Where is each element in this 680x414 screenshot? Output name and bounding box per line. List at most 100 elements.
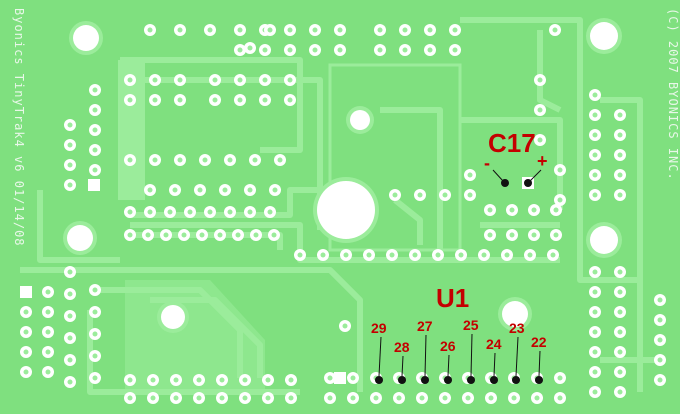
pin-label-23: 23: [509, 320, 525, 336]
pad-drill: [327, 375, 333, 381]
pad-drill: [150, 377, 156, 383]
pad-drill: [150, 395, 156, 401]
pad-drill: [350, 375, 356, 381]
pad-drill: [172, 187, 178, 193]
pad-drill: [452, 27, 458, 33]
pad-drill: [152, 77, 158, 83]
u1-pin-leader: [401, 355, 404, 377]
pad-drill: [592, 152, 598, 158]
pad-drill: [337, 27, 343, 33]
pad-drill: [202, 157, 208, 163]
c17-label: C17: [488, 128, 536, 158]
mounting-hole: [67, 225, 93, 251]
pad-drill: [531, 232, 537, 238]
silkscreen-title: Byonics TinyTrak4 v6 01/14/08: [12, 8, 26, 247]
pad-drill: [152, 97, 158, 103]
pad-drill: [617, 289, 623, 295]
pad-drill: [67, 291, 73, 297]
pad-drill: [402, 47, 408, 53]
pad-drill: [67, 162, 73, 168]
pad-drill: [537, 77, 543, 83]
trace: [380, 107, 443, 260]
pad-drill: [617, 349, 623, 355]
pad-drill: [196, 377, 202, 383]
pad-drill: [552, 27, 558, 33]
pad-drill: [657, 297, 663, 303]
mounting-hole: [73, 25, 99, 51]
pad-drill: [312, 47, 318, 53]
pad-drill: [557, 375, 563, 381]
pad-drill: [617, 152, 623, 158]
pin-label-24: 24: [486, 336, 502, 352]
pin-label-27: 27: [417, 318, 433, 334]
u1-label: U1: [436, 283, 470, 313]
pad-drill: [396, 395, 402, 401]
trace: [460, 117, 563, 210]
pad-drill: [488, 395, 494, 401]
pad-drill: [177, 157, 183, 163]
pad-drill: [67, 269, 73, 275]
pad-drill: [320, 252, 326, 258]
pad-drill: [534, 395, 540, 401]
pad-drill: [427, 47, 433, 53]
pad-drill: [297, 252, 303, 258]
pad-drill: [504, 252, 510, 258]
u1-pin-marker: [398, 376, 406, 384]
pad-drill: [427, 27, 433, 33]
pad-drill: [67, 357, 73, 363]
pad-drill: [617, 329, 623, 335]
pad-drill: [657, 337, 663, 343]
pad-drill: [127, 377, 133, 383]
pad-drill: [167, 209, 173, 215]
pad-drill: [212, 77, 218, 83]
pad-drill: [377, 27, 383, 33]
pad-drill: [177, 27, 183, 33]
pad-drill: [127, 97, 133, 103]
pad-drill: [207, 27, 213, 33]
pad-drill: [197, 187, 203, 193]
pad-drill: [481, 252, 487, 258]
silkscreen-copyright: (C) 2007 BYONICS INC.: [666, 8, 680, 181]
mounting-hole: [317, 181, 375, 239]
pad-drill: [92, 331, 98, 337]
pad-drill: [617, 269, 623, 275]
pad-drill: [262, 77, 268, 83]
pad-drill: [288, 377, 294, 383]
pad-drill: [212, 97, 218, 103]
pad-drill: [199, 232, 205, 238]
pad-drill: [550, 252, 556, 258]
pad-drill: [147, 187, 153, 193]
u1-pin-leader: [424, 334, 427, 377]
pad-drill: [262, 47, 268, 53]
pad-drill: [23, 329, 29, 335]
trace: [120, 57, 303, 153]
pad-drill: [247, 187, 253, 193]
pad-drill: [277, 157, 283, 163]
pin-label-22: 22: [531, 334, 547, 350]
pad-drill: [265, 377, 271, 383]
pad-drill: [392, 192, 398, 198]
pad-drill: [163, 232, 169, 238]
trace: [140, 77, 323, 230]
c17-minus-label: -: [484, 153, 490, 173]
pad-drill: [177, 77, 183, 83]
pad-drill: [177, 97, 183, 103]
pad-drill: [592, 389, 598, 395]
pad-drill: [467, 192, 473, 198]
pad-drill: [271, 232, 277, 238]
u1-pin-leader: [447, 354, 450, 377]
pad-drill: [92, 353, 98, 359]
pad-drill: [592, 192, 598, 198]
pad-drill: [287, 97, 293, 103]
pad-drill: [617, 132, 623, 138]
pad-drill: [419, 395, 425, 401]
pad-drill: [487, 207, 493, 213]
mounting-hole: [590, 22, 618, 50]
pad-drill: [127, 209, 133, 215]
pad-drill: [417, 192, 423, 198]
pad-drill: [237, 77, 243, 83]
trace: [393, 197, 423, 245]
pin-label-29: 29: [371, 320, 387, 336]
